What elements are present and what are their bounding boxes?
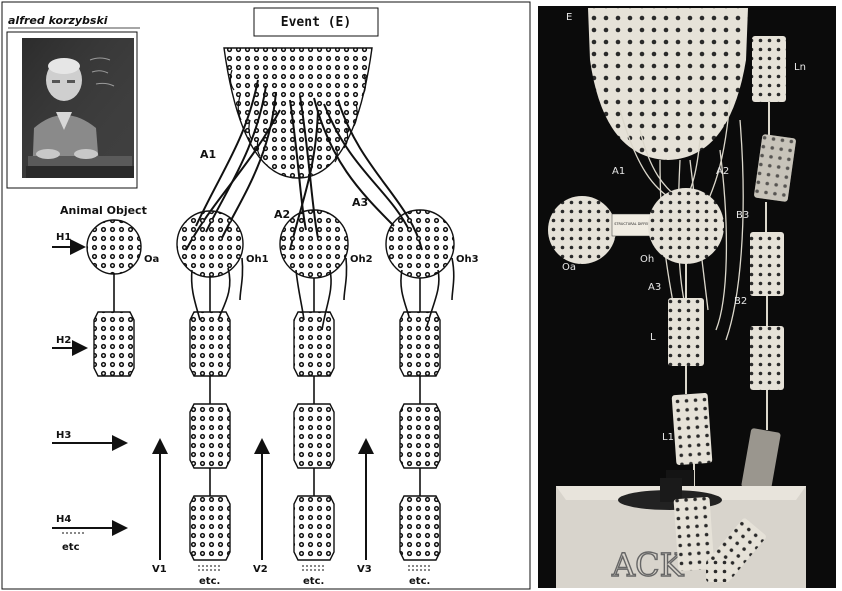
human-object-circle-1 [177,211,243,277]
photo-label-B2: B2 [734,296,747,307]
photo-label-Oh: Oh [640,254,654,265]
label-tag-animal [94,312,134,376]
photo-animal-object [548,196,616,264]
photo-label-A2: A2 [716,166,729,177]
photo-label-Oa: Oa [562,262,576,273]
event-title-box: Event (E) [254,8,378,36]
label-V1: V1 [152,564,167,575]
label-etc-col1: etc. [199,576,220,587]
label-tag-c1-3 [190,496,230,560]
label-tag-c2-2 [294,404,334,468]
photo-label-B3: B3 [736,210,749,221]
label-H4: H4 [56,514,71,525]
photo-label-L: L [650,332,656,343]
human-object-circle-3 [386,210,454,278]
label-H2: H2 [56,335,71,346]
label-tag-c1-1 [190,312,230,376]
label-tag-c3-1 [400,312,440,376]
animal-object-circle [87,220,141,274]
photo-label-E: E [566,12,572,23]
portrait-panel: alfred korzybski [7,14,140,188]
human-object-circle-2 [280,210,348,278]
label-Oa: Oa [144,254,159,265]
label-A1: A1 [200,148,216,161]
photo-label-L1: L1 [662,432,674,443]
label-Oh1: Oh1 [246,254,269,265]
photo-human-object [648,188,724,264]
signature: alfred korzybski [8,14,108,27]
label-Oh2: Oh2 [350,254,373,265]
label-tag-c2-1 [294,312,334,376]
label-V3: V3 [357,564,372,575]
portrait-photo [22,38,134,178]
label-tag-c3-2 [400,404,440,468]
label-V2: V2 [253,564,268,575]
label-H1: H1 [56,232,71,243]
photo-logo: ACK [611,546,685,584]
label-Oh3: Oh3 [456,254,479,265]
label-etc-col2: etc. [303,576,324,587]
photo-label-A1: A1 [612,166,625,177]
label-tag-c2-3 [294,496,334,560]
photo-label-A3: A3 [648,282,661,293]
label-A2: A2 [274,208,290,221]
photo-panel: STRUCTURAL DIFFERENTIAL [538,6,836,588]
label-etc: etc [62,542,80,553]
event-title: Event (E) [281,15,351,30]
label-tag-c1-2 [190,404,230,468]
label-tag-c3-3 [400,496,440,560]
photo-label-Ln: Ln [794,62,806,73]
label-H3: H3 [56,430,71,441]
label-A3: A3 [352,196,368,209]
label-etc-col3: etc. [409,576,430,587]
label-animal-object: Animal Object [60,204,147,217]
diagram-panel: alfred korzybski [2,2,530,589]
